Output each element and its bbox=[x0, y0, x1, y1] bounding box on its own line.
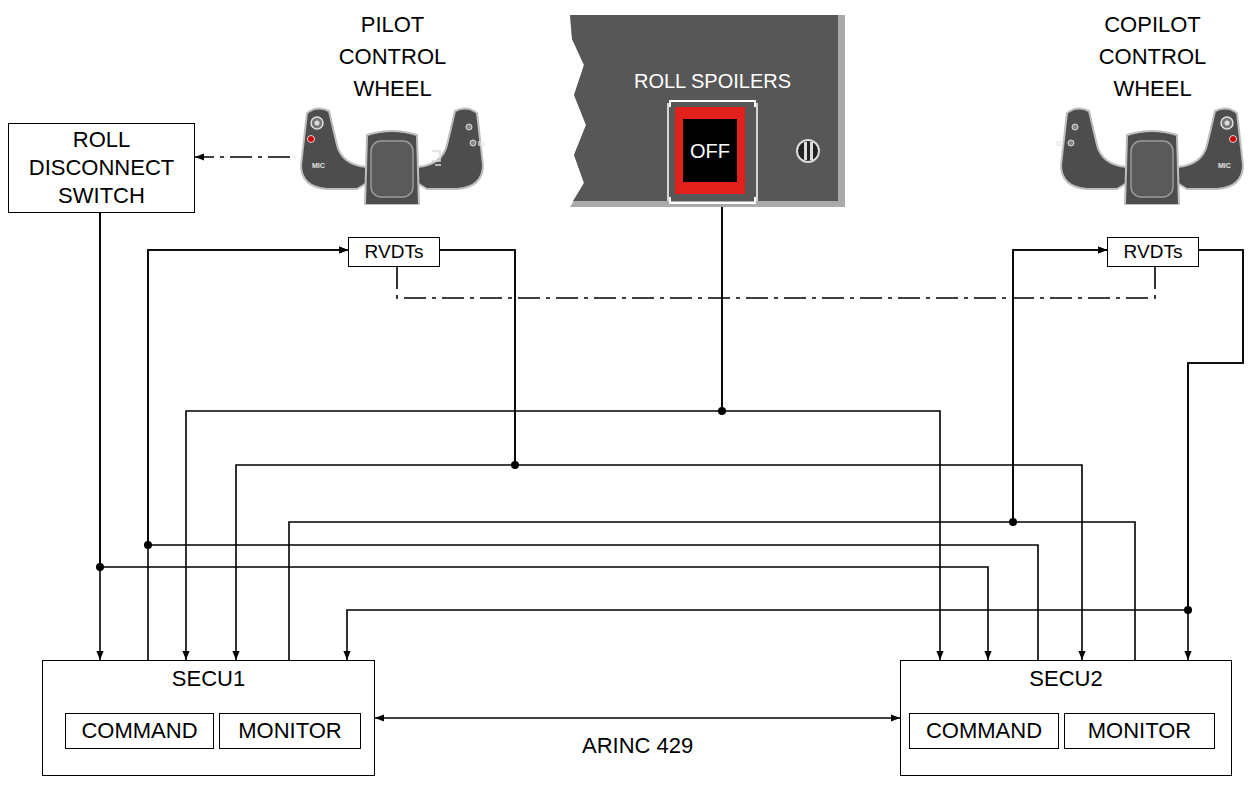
signal-wire bbox=[186, 207, 722, 660]
signal-wire bbox=[148, 250, 1038, 660]
signal-wire bbox=[440, 250, 1082, 660]
computer-unit: SECU1COMMAND MONITOR bbox=[42, 660, 375, 776]
signal-wire bbox=[375, 717, 900, 719]
signal-wire bbox=[347, 250, 1243, 660]
bus-label: ARINC 429 bbox=[579, 733, 696, 759]
signal-wire bbox=[289, 250, 1107, 660]
junction-dot bbox=[511, 461, 519, 469]
node-label: SECU2 bbox=[1029, 665, 1102, 693]
computer-unit: SECU2COMMAND MONITOR bbox=[900, 660, 1232, 776]
node-label: ROLL DISCONNECT SWITCH bbox=[15, 126, 188, 210]
switch-panel: ROLL SPOILERS OFF bbox=[570, 15, 845, 207]
node-label: COMMAND bbox=[81, 717, 197, 745]
control-wheel: PILOT CONTROL WHEEL bbox=[290, 5, 495, 205]
control-wheel-illustration bbox=[297, 105, 487, 205]
connector-group bbox=[100, 157, 1243, 718]
channel-box: MONITOR bbox=[219, 713, 361, 749]
node-label: MONITOR bbox=[1088, 717, 1191, 745]
button-label: MIC bbox=[312, 162, 325, 169]
node-label: COMMAND bbox=[926, 717, 1042, 745]
junction-dot bbox=[144, 541, 152, 549]
node-label: ROLL SPOILERS bbox=[570, 15, 845, 95]
node-label: SECU1 bbox=[172, 665, 245, 693]
node-label: RVDTs bbox=[1124, 240, 1183, 264]
junction-dot bbox=[96, 563, 104, 571]
signal-wire bbox=[1188, 250, 1243, 660]
channel-box: COMMAND bbox=[65, 713, 214, 749]
junction-dot bbox=[718, 407, 726, 415]
button-label: MIC bbox=[1218, 162, 1231, 169]
junction-dot bbox=[1184, 606, 1192, 614]
signal-wire bbox=[1013, 250, 1135, 660]
channel-box: COMMAND bbox=[909, 713, 1059, 749]
button-label: ID bbox=[478, 140, 485, 147]
off-button: OFF bbox=[675, 107, 745, 194]
junction-dots bbox=[96, 407, 1192, 614]
mechanical-link bbox=[397, 267, 1155, 298]
control-wheel: COPILOT CONTROL WHEEL bbox=[1050, 5, 1248, 205]
node-label: MONITOR bbox=[238, 717, 341, 745]
node-label: PILOT CONTROL WHEEL bbox=[323, 9, 463, 105]
signal-wire bbox=[148, 250, 348, 660]
switch-box: ROLL DISCONNECT SWITCH bbox=[8, 123, 195, 213]
control-wheel-illustration bbox=[1057, 105, 1247, 205]
node-label: OFF bbox=[690, 137, 730, 165]
channel-box: MONITOR bbox=[1064, 713, 1215, 749]
sensor-box: RVDTs bbox=[1107, 237, 1199, 267]
junction-dot bbox=[1009, 518, 1017, 526]
node-label: RVDTs bbox=[365, 240, 424, 264]
signal-wire bbox=[236, 250, 515, 660]
mechanical-link bbox=[195, 156, 290, 158]
signal-wire bbox=[722, 207, 940, 660]
sensor-box: RVDTs bbox=[348, 237, 440, 267]
signal-wire bbox=[100, 213, 988, 660]
node-label: COPILOT CONTROL WHEEL bbox=[1083, 9, 1223, 105]
button-label: ID bbox=[1056, 140, 1063, 147]
